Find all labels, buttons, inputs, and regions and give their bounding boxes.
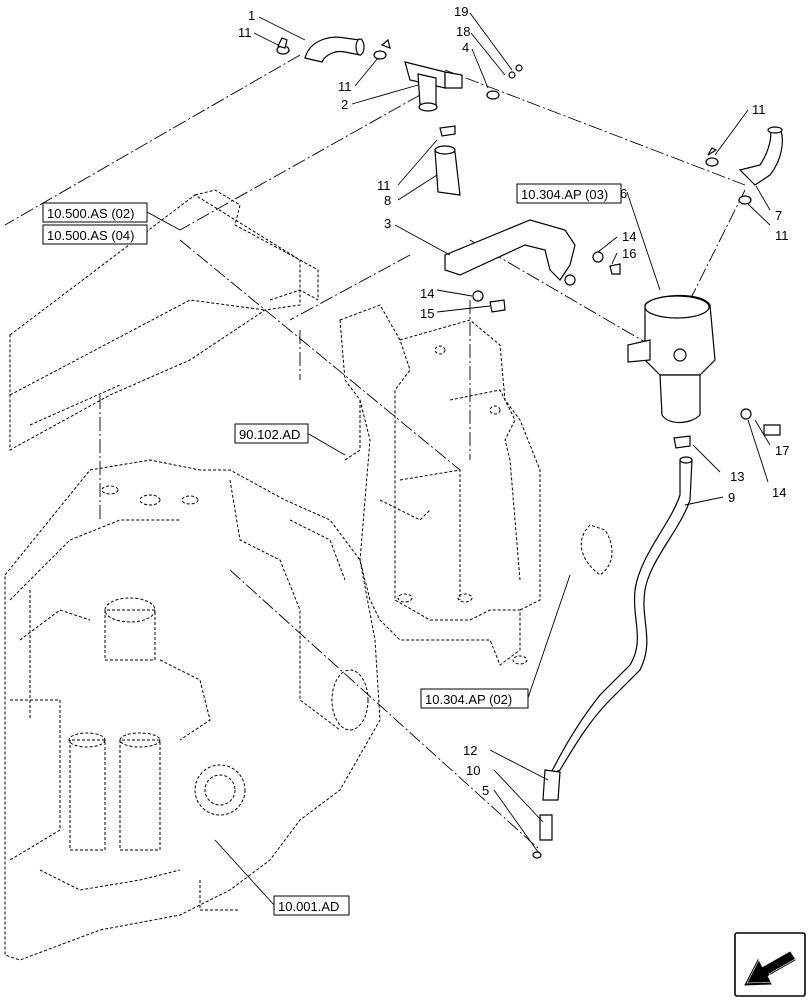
reference-box (273, 895, 350, 916)
callout-14: 14 (772, 485, 786, 500)
reference-10304-ap-03: 10.304.AP (03) (521, 187, 608, 202)
bracket-frame-ghost (339, 304, 541, 666)
callout-8: 8 (384, 193, 391, 208)
callout-7: 7 (775, 208, 782, 223)
frame-rail-ghost (9, 189, 319, 451)
callout-11: 11 (377, 178, 391, 193)
part-2-tee-fitting (404, 61, 463, 112)
reference-box (234, 423, 309, 444)
callout-18: 18 (456, 24, 470, 39)
assembly-centerlines (4, 54, 746, 851)
reference-10500-as-04: 10.500.AS (04) (47, 228, 134, 243)
callout-11: 11 (238, 25, 252, 40)
part-6-air-filter (627, 294, 716, 424)
callout-19: 19 (454, 4, 468, 19)
callout-14: 14 (622, 229, 636, 244)
reference-box (420, 688, 529, 709)
callout-10: 10 (466, 763, 480, 778)
callout-9: 9 (728, 490, 735, 505)
callout-numbers: 1 11 11 2 19 18 4 11 8 3 11 7 11 6 14 16… (238, 4, 789, 798)
part-1-hose (304, 36, 365, 63)
next-page-arrow-icon[interactable] (734, 932, 806, 997)
callout-3: 3 (384, 216, 391, 231)
reference-box (42, 224, 148, 245)
leader-lines (146, 12, 771, 907)
callout-11: 11 (775, 228, 789, 243)
part-7-elbow-hose (738, 126, 783, 186)
clamps-and-fasteners (276, 37, 781, 436)
reference-labels: 10.500.AS (02) 10.500.AS (04) 10.304.AP … (42, 183, 622, 916)
callout-15: 15 (420, 306, 434, 321)
callout-16: 16 (622, 246, 636, 261)
reference-box (42, 202, 148, 223)
callout-1: 1 (248, 8, 255, 23)
callout-14: 14 (420, 286, 434, 301)
part-8-hose (434, 145, 461, 196)
reference-10001-ad: 10.001.AD (278, 899, 339, 914)
part-3-bracket (444, 219, 576, 286)
callout-11: 11 (752, 102, 766, 117)
callout-11: 11 (338, 79, 352, 94)
callout-4: 4 (462, 40, 469, 55)
lower-fittings (532, 435, 691, 859)
part-9-hose (542, 456, 693, 801)
callout-2: 2 (341, 97, 348, 112)
reference-box (516, 183, 622, 204)
callout-5: 5 (482, 783, 489, 798)
callout-13: 13 (730, 469, 744, 484)
reference-90102-ad: 90.102.AD (239, 427, 300, 442)
engine-ghost (4, 459, 381, 961)
reference-10500-as-02: 10.500.AS (02) (47, 206, 134, 221)
hose-ghost (580, 524, 613, 576)
callout-17: 17 (775, 443, 789, 458)
callout-12: 12 (463, 743, 477, 758)
reference-10304-ap-02: 10.304.AP (02) (425, 692, 512, 707)
callout-6: 6 (620, 186, 627, 201)
